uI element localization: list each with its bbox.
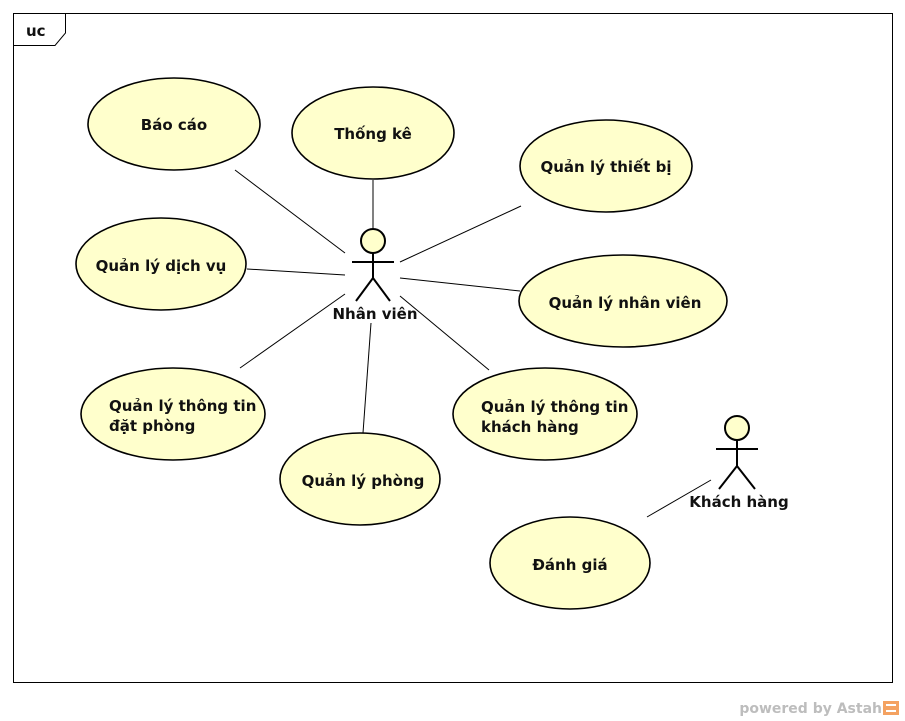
astah-logo-icon bbox=[883, 701, 899, 715]
use-case-label: Quản lý thiết bị bbox=[540, 157, 671, 176]
footer-text: powered by Astah bbox=[739, 701, 882, 717]
stick-figure-icon bbox=[716, 415, 758, 490]
use-case-bao-cao[interactable]: Báo cáo bbox=[87, 77, 261, 171]
use-case-ql-dich-vu[interactable]: Quản lý dịch vụ bbox=[75, 217, 247, 311]
association-ql-phong bbox=[362, 322, 372, 434]
use-case-label-line-1: Quản lý thông tin bbox=[109, 397, 256, 415]
use-case-thong-ke[interactable]: Thống kê bbox=[291, 86, 455, 180]
use-case-ql-nhan-vien[interactable]: Quản lý nhân viên bbox=[518, 254, 728, 348]
actor-name: Khách hàng bbox=[689, 493, 788, 511]
use-case-label: Đánh giá bbox=[532, 556, 607, 574]
actor-customer[interactable]: Khách hàng bbox=[689, 415, 789, 511]
use-case-label-line-1: Quản lý thông tin bbox=[481, 398, 628, 416]
association-bao-cao bbox=[234, 169, 346, 254]
powered-by-footer: powered by Astah bbox=[739, 701, 899, 717]
use-case-label: Quản lý nhân viên bbox=[549, 294, 702, 312]
frame-label: uc bbox=[26, 22, 46, 40]
associations bbox=[234, 169, 712, 518]
diagram-frame bbox=[13, 13, 893, 683]
use-case-ql-phong[interactable]: Quản lý phòng bbox=[279, 432, 441, 526]
use-case-ql-khach-hang[interactable]: Quản lý thông tin khách hàng bbox=[452, 367, 638, 461]
use-case-ql-thiet-bi[interactable]: Quản lý thiết bị bbox=[519, 119, 693, 213]
use-case-ql-dat-phong[interactable]: Quản lý thông tin đặt phòng bbox=[80, 367, 266, 461]
association-ql-dich-vu bbox=[246, 268, 346, 276]
use-case-label-line-2: khách hàng bbox=[481, 418, 579, 436]
use-case-label-line-2: đặt phòng bbox=[109, 417, 195, 435]
use-case-label: Báo cáo bbox=[141, 116, 207, 134]
use-case-label: Quản lý dịch vụ bbox=[96, 257, 227, 275]
use-case-label: Quản lý phòng bbox=[302, 472, 425, 490]
association-danh-gia bbox=[646, 479, 712, 518]
stick-figure-icon bbox=[352, 228, 394, 302]
frame-label-tab bbox=[13, 13, 66, 46]
association-ql-nhan-vien bbox=[399, 277, 521, 292]
use-case-danh-gia[interactable]: Đánh giá bbox=[489, 516, 651, 610]
actor-employee[interactable]: Nhân viên bbox=[332, 228, 418, 323]
association-ql-dat-phong bbox=[239, 293, 346, 369]
association-ql-thiet-bi bbox=[399, 205, 522, 263]
use-case-label: Thống kê bbox=[334, 124, 412, 143]
association-ql-khach-hang bbox=[399, 295, 490, 371]
actor-name: Nhân viên bbox=[332, 305, 417, 323]
